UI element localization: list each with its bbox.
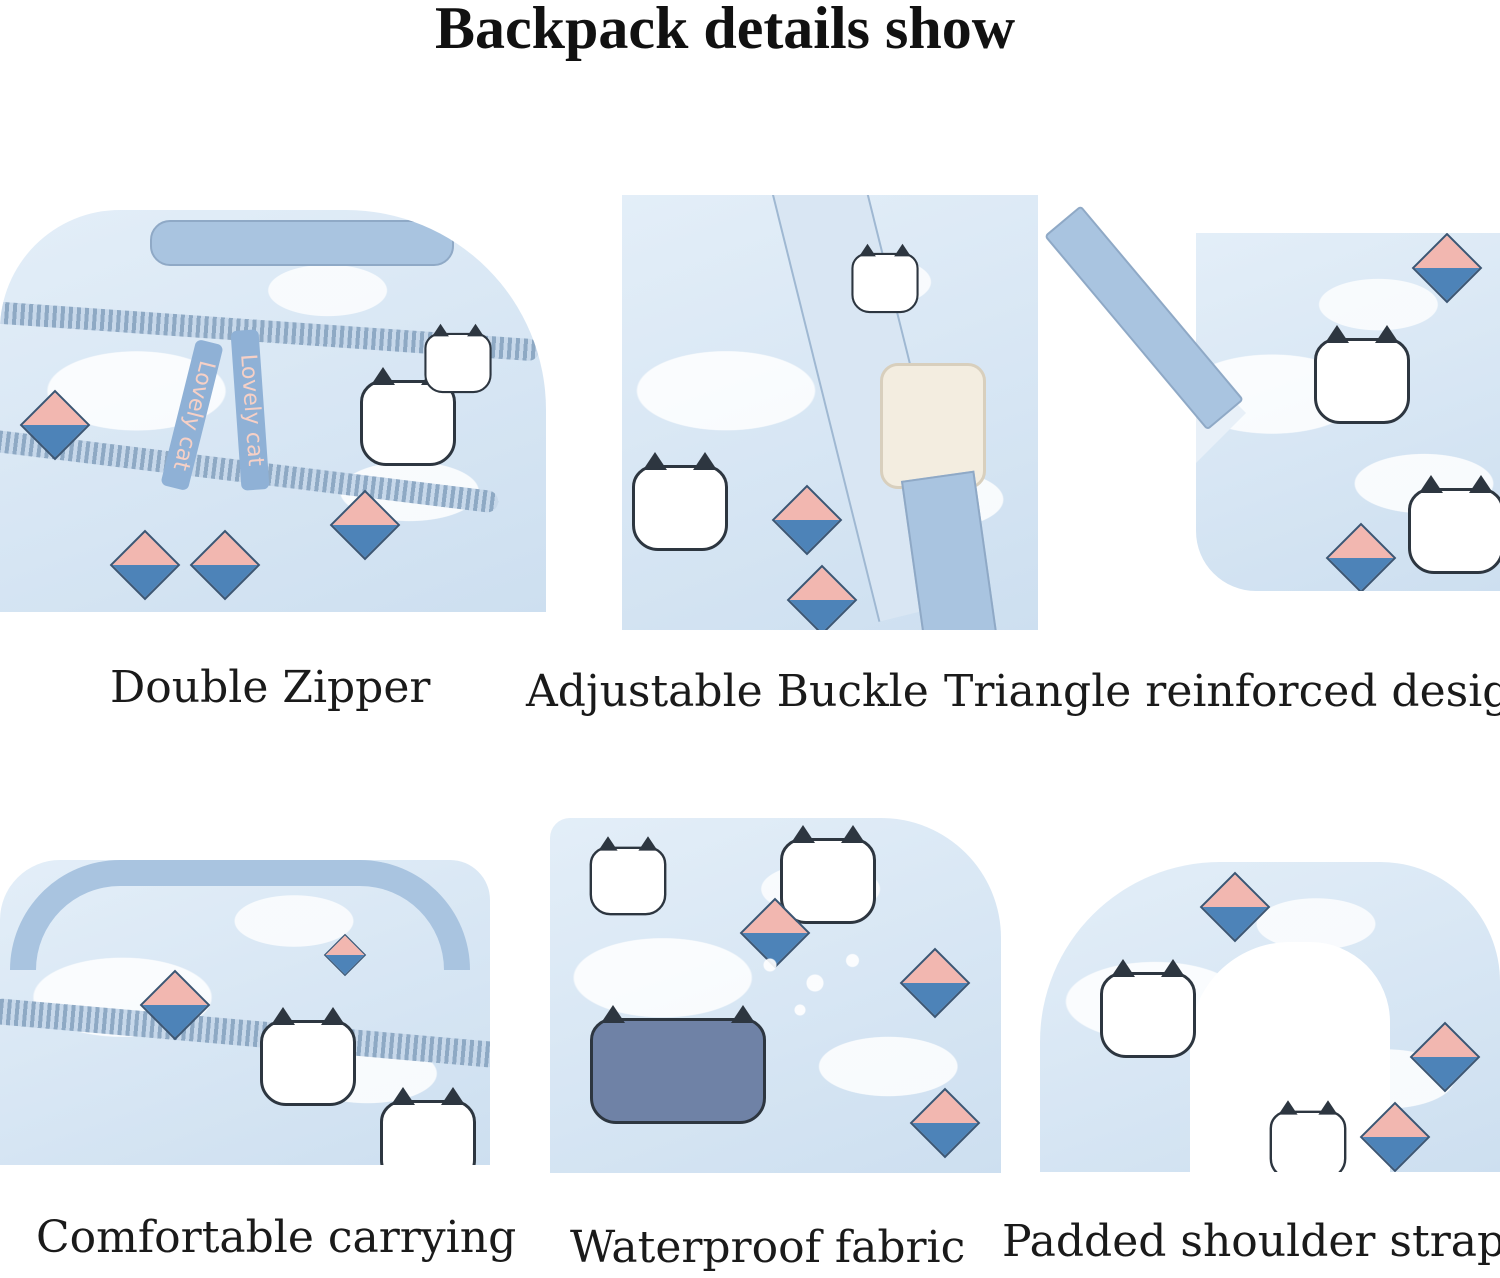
photo-comfortable-carrying	[0, 860, 490, 1165]
cat-print-icon	[780, 825, 876, 924]
handle-strap	[150, 220, 454, 266]
buckle	[880, 363, 986, 489]
photo-double-zipper: Lovely cat Lovely cat	[0, 210, 546, 612]
kite-print-icon	[109, 529, 181, 601]
kite-print-icon	[771, 484, 843, 556]
caption-double-zipper: Double Zipper	[110, 662, 431, 713]
carry-handle	[10, 860, 470, 970]
photo-adjustable-buckle	[622, 195, 1038, 630]
cat-print-icon	[589, 836, 667, 916]
kite-print-icon	[786, 564, 858, 630]
cat-print-icon	[851, 243, 919, 314]
caption-waterproof-fabric: Waterproof fabric	[570, 1222, 966, 1273]
zipper-track	[0, 997, 490, 1069]
cat-print-icon	[360, 367, 456, 466]
caption-comfortable-carrying: Comfortable carrying	[36, 1212, 517, 1263]
cat-print-icon	[632, 452, 728, 551]
kite-print-icon	[1409, 1021, 1481, 1093]
caption-adjustable-buckle: Adjustable Buckle	[526, 666, 929, 717]
cat-print-icon	[1408, 475, 1500, 574]
caption-triangle-reinforced: Triangle reinforced design	[944, 666, 1500, 717]
kite-print-icon	[909, 1087, 981, 1159]
caption-padded-shoulder-strap: Padded shoulder strap	[1002, 1216, 1500, 1267]
cat-print-icon	[424, 323, 492, 394]
page-title: Backpack details show	[434, 0, 1016, 61]
photo-waterproof-fabric	[550, 818, 1001, 1173]
kite-print-icon	[189, 529, 261, 601]
water-droplets	[740, 938, 890, 1028]
photo-padded-shoulder-strap	[1040, 862, 1500, 1172]
cat-print-icon	[260, 1007, 356, 1106]
kite-print-icon	[1325, 522, 1397, 591]
kite-print-icon	[899, 947, 971, 1019]
cat-print-icon	[590, 1005, 766, 1124]
cat-print-icon	[380, 1087, 476, 1165]
photo-triangle-reinforced	[1196, 233, 1500, 591]
kite-print-icon	[1199, 871, 1271, 943]
kite-print-icon	[1411, 233, 1483, 304]
cat-print-icon	[1314, 325, 1410, 424]
cat-print-icon	[1269, 1100, 1347, 1172]
cat-print-icon	[1100, 959, 1196, 1058]
